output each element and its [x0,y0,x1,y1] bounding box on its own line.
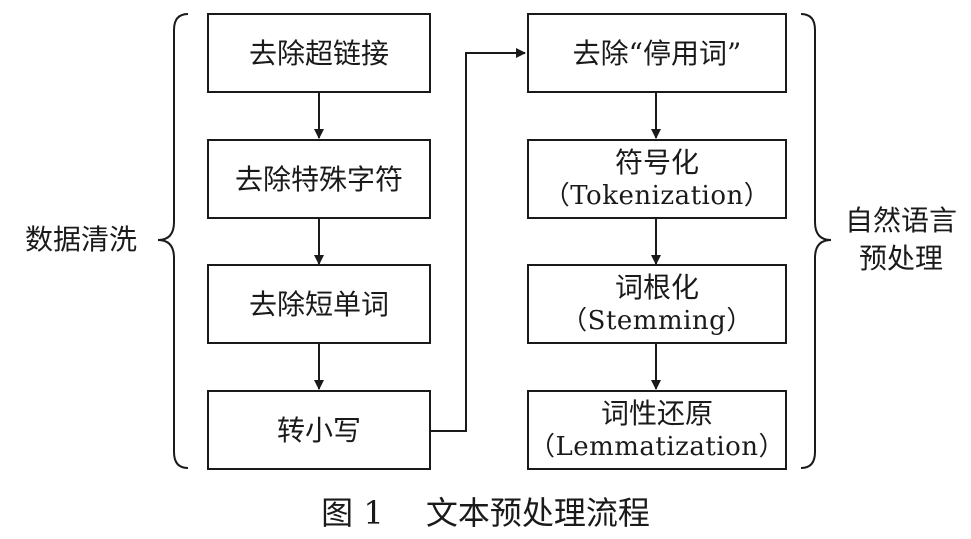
step-label: 词根化 [614,271,699,305]
step-label: 转小写 [276,413,361,447]
step-sublabel: （Tokenization） [543,181,771,212]
right-group-label-line2: 预处理 [858,242,943,275]
step-label: 去除短单词 [248,287,389,321]
step-lowercase: 转小写 [207,390,431,470]
step-sublabel: （Lemmatization） [528,432,786,463]
step-sublabel: （Stemming） [561,306,753,337]
step-tokenization: 符号化 （Tokenization） [527,139,787,219]
step-remove-hyperlinks: 去除超链接 [207,13,431,93]
right-group-label: 自然语言 预处理 [835,202,967,278]
step-remove-stopwords: 去除“停用词” [527,13,787,93]
step-stemming: 词根化 （Stemming） [527,264,787,344]
figure-caption: 图 1 文本预处理流程 [321,494,650,532]
step-label: 符号化 [614,146,699,180]
step-lemmatization: 词性还原 （Lemmatization） [527,390,787,470]
step-label: 词性还原 [600,397,713,431]
step-remove-special-chars: 去除特殊字符 [207,139,431,219]
left-brace [157,13,189,469]
step-label: 去除超链接 [248,36,389,70]
step-label: 去除特殊字符 [234,162,403,196]
step-remove-short-words: 去除短单词 [207,264,431,344]
step-label: 去除“停用词” [572,36,742,70]
arrow-cross-connector [431,48,526,432]
right-brace [800,13,832,469]
left-group-label: 数据清洗 [24,223,137,256]
right-group-label-line1: 自然语言 [844,204,957,237]
